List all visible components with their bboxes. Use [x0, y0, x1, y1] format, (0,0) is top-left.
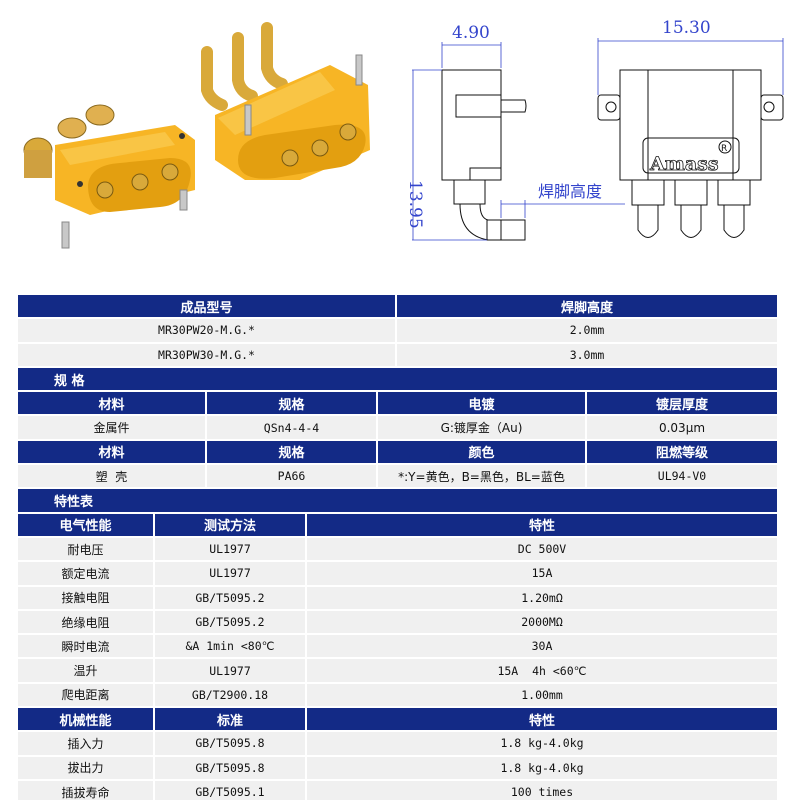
svg-text:R: R: [721, 144, 727, 154]
table-row: 温升 UL1977 15A 4h <60℃: [18, 659, 777, 684]
method-cell: UL1977: [155, 537, 307, 563]
header-material: 材料: [18, 440, 207, 466]
value-cell: 1.00mm: [307, 683, 777, 709]
electrical-header-row: 电气性能 测试方法 特性: [18, 513, 777, 538]
material-cell: 塑 壳: [18, 465, 207, 490]
table-row: 塑 壳 PA66 *:Y=黄色，B=黑色，BL=蓝色 UL94-V0: [18, 465, 777, 490]
value-cell: 100 times: [307, 780, 777, 800]
dim-13-95: 13.95: [405, 180, 425, 229]
property-cell: 温升: [18, 659, 155, 684]
value-cell: 15A: [307, 562, 777, 587]
section-characteristics: 特性表: [18, 489, 777, 514]
technical-drawing: Amass R 4.90 15.30 13.95 焊脚高度: [400, 0, 800, 260]
table-row: 插入力 GB/T5095.8 1.8 kg-4.0kg: [18, 732, 777, 757]
shell-header-row: 材料 规格 颜色 阻燃等级: [18, 440, 777, 466]
table-row: 拔出力 GB/T5095.8 1.8 kg-4.0kg: [18, 756, 777, 781]
header-model: 成品型号: [18, 295, 397, 320]
plating-cell: G:镀厚金（Au): [378, 416, 587, 441]
header-test-method: 测试方法: [155, 513, 307, 538]
mechanical-header-row: 机械性能 标准 特性: [18, 708, 777, 733]
solder-height-cell: 2.0mm: [397, 319, 777, 344]
thickness-cell: 0.03μm: [587, 416, 777, 441]
table-row: 接触电阻 GB/T5095.2 1.20mΩ: [18, 586, 777, 611]
header-electrical: 电气性能: [18, 513, 155, 538]
dim-15-30: 15.30: [662, 18, 711, 38]
method-cell: UL1977: [155, 659, 307, 684]
property-cell: 拔出力: [18, 756, 155, 781]
header-mechanical: 机械性能: [18, 708, 155, 733]
property-cell: 耐电压: [18, 537, 155, 563]
product-photo: [0, 0, 400, 260]
value-cell: 1.20mΩ: [307, 586, 777, 611]
header-characteristic: 特性: [307, 708, 777, 733]
value-cell: 15A 4h <60℃: [307, 659, 777, 684]
method-cell: GB/T5095.2: [155, 610, 307, 636]
left-connector: [23, 104, 195, 249]
value-cell: 30A: [307, 635, 777, 660]
table-row: 爬电距离 GB/T2900.18 1.00mm: [18, 683, 777, 709]
method-cell: GB/T2900.18: [155, 683, 307, 709]
right-connector: [201, 22, 370, 180]
dim-4-90: 4.90: [452, 23, 490, 43]
table-row: MR30PW20-M.G.* 2.0mm: [18, 319, 777, 344]
model-cell: MR30PW20-M.G.*: [18, 319, 397, 344]
property-cell: 插拔寿命: [18, 780, 155, 800]
header-spec: 规格: [207, 392, 378, 417]
method-cell: GB/T5095.2: [155, 586, 307, 611]
model-header-row: 成品型号 焊脚高度: [18, 295, 777, 320]
table-row: 插拔寿命 GB/T5095.1 100 times: [18, 780, 777, 800]
metal-header-row: 材料 规格 电镀 镀层厚度: [18, 392, 777, 417]
method-cell: GB/T5095.1: [155, 780, 307, 800]
table-row: 耐电压 UL1977 DC 500V: [18, 537, 777, 563]
table-row: 绝缘电阻 GB/T5095.2 2000MΩ: [18, 610, 777, 636]
value-cell: 1.8 kg-4.0kg: [307, 756, 777, 781]
header-spec: 规格: [207, 440, 378, 466]
property-cell: 爬电距离: [18, 683, 155, 709]
spec-cell: PA66: [207, 465, 378, 490]
flame-rating-cell: UL94-V0: [587, 465, 777, 490]
header-material: 材料: [18, 392, 207, 417]
material-cell: 金属件: [18, 416, 207, 441]
method-cell: GB/T5095.8: [155, 756, 307, 781]
spec-cell: QSn4-4-4: [207, 416, 378, 441]
table-row: 瞬时电流 &A 1min <80℃ 30A: [18, 635, 777, 660]
property-cell: 接触电阻: [18, 586, 155, 611]
method-cell: UL1977: [155, 562, 307, 587]
solder-height-label: 焊脚高度: [538, 182, 602, 201]
method-cell: GB/T5095.8: [155, 732, 307, 757]
value-cell: 1.8 kg-4.0kg: [307, 732, 777, 757]
header-color: 颜色: [378, 440, 587, 466]
model-cell: MR30PW30-M.G.*: [18, 343, 397, 368]
header-flame-rating: 阻燃等级: [587, 440, 777, 466]
header-plating: 电镀: [378, 392, 587, 417]
table-row: MR30PW30-M.G.* 3.0mm: [18, 343, 777, 368]
table-row: 金属件 QSn4-4-4 G:镀厚金（Au) 0.03μm: [18, 416, 777, 441]
section-spec: 规 格: [18, 367, 777, 393]
spec-table: 成品型号 焊脚高度 MR30PW20-M.G.* 2.0mm MR30PW30-…: [18, 295, 777, 800]
color-cell: *:Y=黄色，B=黑色，BL=蓝色: [378, 465, 587, 490]
header-characteristic: 特性: [307, 513, 777, 538]
property-cell: 插入力: [18, 732, 155, 757]
header-solder-height: 焊脚高度: [397, 295, 777, 320]
property-cell: 额定电流: [18, 562, 155, 587]
solder-height-cell: 3.0mm: [397, 343, 777, 368]
value-cell: DC 500V: [307, 537, 777, 563]
value-cell: 2000MΩ: [307, 610, 777, 636]
method-cell: &A 1min <80℃: [155, 635, 307, 660]
property-cell: 瞬时电流: [18, 635, 155, 660]
brand-logo: Amass: [649, 153, 719, 175]
header-standard: 标准: [155, 708, 307, 733]
property-cell: 绝缘电阻: [18, 610, 155, 636]
header-plating-thickness: 镀层厚度: [587, 392, 777, 417]
table-row: 额定电流 UL1977 15A: [18, 562, 777, 587]
